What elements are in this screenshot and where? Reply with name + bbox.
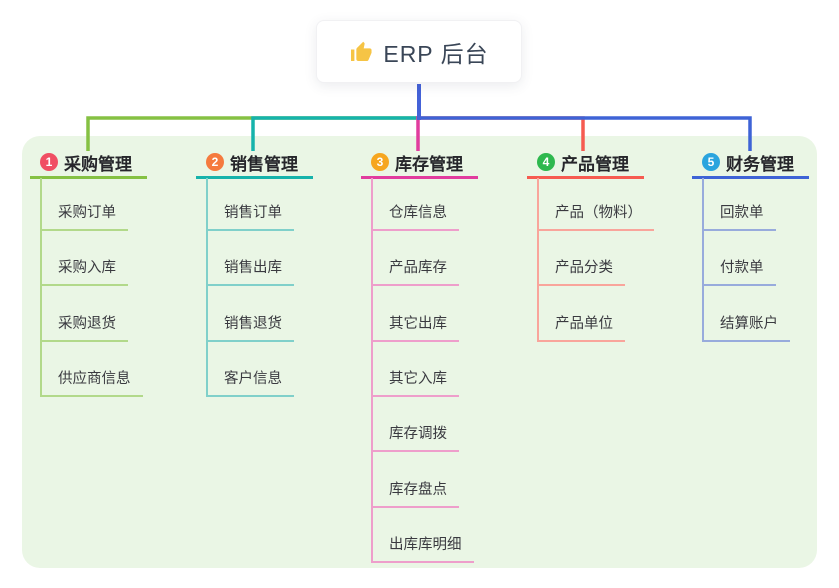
child-underline xyxy=(371,229,459,231)
child-underline xyxy=(40,229,128,231)
child-node[interactable]: 供应商信息 xyxy=(58,371,131,387)
child-underline xyxy=(371,561,474,563)
child-underline xyxy=(371,340,459,342)
child-underline xyxy=(537,284,625,286)
child-node[interactable]: 产品（物料） xyxy=(555,205,642,221)
branch-3-badge: 3 xyxy=(371,153,389,171)
child-underline xyxy=(371,506,459,508)
child-node[interactable]: 仓库信息 xyxy=(389,205,447,221)
child-node[interactable]: 回款单 xyxy=(720,205,764,221)
child-underline xyxy=(702,229,776,231)
branch-3-trunk-line xyxy=(371,178,373,563)
branch-5-trunk-line xyxy=(702,178,704,342)
branch-4-badge: 4 xyxy=(537,153,555,171)
branch-1-label: 采购管理 xyxy=(64,154,132,174)
branch-4-trunk-line xyxy=(537,178,539,342)
child-node[interactable]: 结算账户 xyxy=(720,316,778,332)
child-underline xyxy=(206,284,294,286)
child-node[interactable]: 其它入库 xyxy=(389,371,447,387)
child-node[interactable]: 付款单 xyxy=(720,260,764,276)
child-underline xyxy=(40,395,143,397)
child-underline xyxy=(371,450,459,452)
branch-5-header[interactable]: 5 财务管理 xyxy=(692,148,794,176)
child-underline xyxy=(537,340,625,342)
branch-2-label: 销售管理 xyxy=(230,154,298,174)
branch-2-header[interactable]: 2 销售管理 xyxy=(196,148,298,176)
child-underline xyxy=(206,395,294,397)
child-node[interactable]: 库存调拨 xyxy=(389,426,447,442)
branch-4-underline xyxy=(527,176,644,179)
branch-5-badge: 5 xyxy=(702,153,720,171)
branch-5-underline xyxy=(692,176,809,179)
branch-1-badge: 1 xyxy=(40,153,58,171)
child-node[interactable]: 产品库存 xyxy=(389,260,447,276)
branch-2-badge: 2 xyxy=(206,153,224,171)
child-underline xyxy=(702,340,790,342)
child-underline xyxy=(40,284,128,286)
branch-3-header[interactable]: 3 库存管理 xyxy=(361,148,463,176)
branch-3-label: 库存管理 xyxy=(395,154,463,174)
child-underline xyxy=(206,229,294,231)
branch-5-label: 财务管理 xyxy=(726,154,794,174)
child-node[interactable]: 客户信息 xyxy=(224,371,282,387)
child-node[interactable]: 销售出库 xyxy=(224,260,282,276)
child-underline xyxy=(537,229,654,231)
child-underline xyxy=(40,340,128,342)
child-underline xyxy=(206,340,294,342)
child-underline xyxy=(702,284,776,286)
child-node[interactable]: 库存盘点 xyxy=(389,482,447,498)
child-node[interactable]: 出库库明细 xyxy=(389,537,462,553)
child-node[interactable]: 销售订单 xyxy=(224,205,282,221)
child-node[interactable]: 销售退货 xyxy=(224,316,282,332)
child-node[interactable]: 采购退货 xyxy=(58,316,116,332)
child-node[interactable]: 产品分类 xyxy=(555,260,613,276)
child-underline xyxy=(371,284,459,286)
branch-1-header[interactable]: 1 采购管理 xyxy=(30,148,132,176)
branch-1-underline xyxy=(30,176,147,179)
root-title: ERP 后台 xyxy=(383,40,489,67)
branch-2-trunk-line xyxy=(206,178,208,397)
thumbs-up-icon xyxy=(349,40,373,64)
root-node[interactable]: ERP 后台 xyxy=(316,20,522,83)
branch-4-header[interactable]: 4 产品管理 xyxy=(527,148,629,176)
child-underline xyxy=(371,395,459,397)
branch-2-underline xyxy=(196,176,313,179)
branch-3-underline xyxy=(361,176,478,179)
branch-1-trunk-line xyxy=(40,178,42,397)
child-node[interactable]: 采购入库 xyxy=(58,260,116,276)
child-node[interactable]: 其它出库 xyxy=(389,316,447,332)
canvas-background xyxy=(22,136,817,568)
child-node[interactable]: 采购订单 xyxy=(58,205,116,221)
child-node[interactable]: 产品单位 xyxy=(555,316,613,332)
branch-4-label: 产品管理 xyxy=(561,154,629,174)
